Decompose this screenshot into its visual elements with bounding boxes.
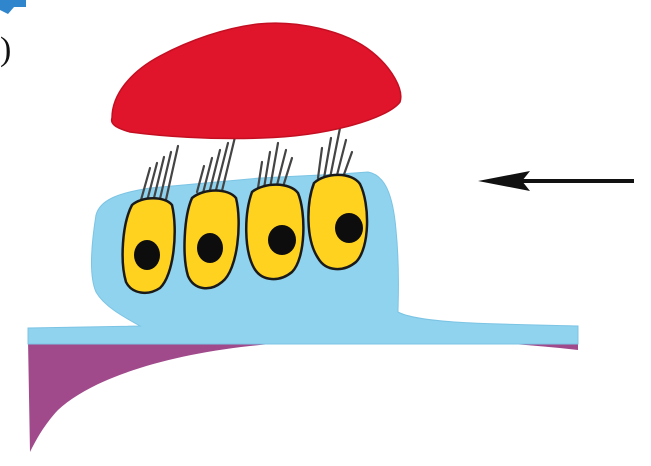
supporting-tissue [28, 172, 578, 344]
hair-cell [185, 137, 239, 288]
basilar-membrane [28, 340, 578, 452]
direction-arrow [478, 171, 634, 191]
nucleus [335, 213, 363, 243]
hair-cell [123, 146, 178, 293]
hair-cell [308, 128, 367, 269]
tectorial-membrane [112, 23, 401, 138]
nucleus [268, 225, 296, 255]
hair-cell [246, 143, 303, 279]
nucleus [197, 233, 223, 263]
nucleus [134, 240, 160, 270]
stereocilia-bundle [318, 128, 352, 180]
panel-label: ) [0, 31, 11, 68]
corner-mark [0, 0, 26, 14]
